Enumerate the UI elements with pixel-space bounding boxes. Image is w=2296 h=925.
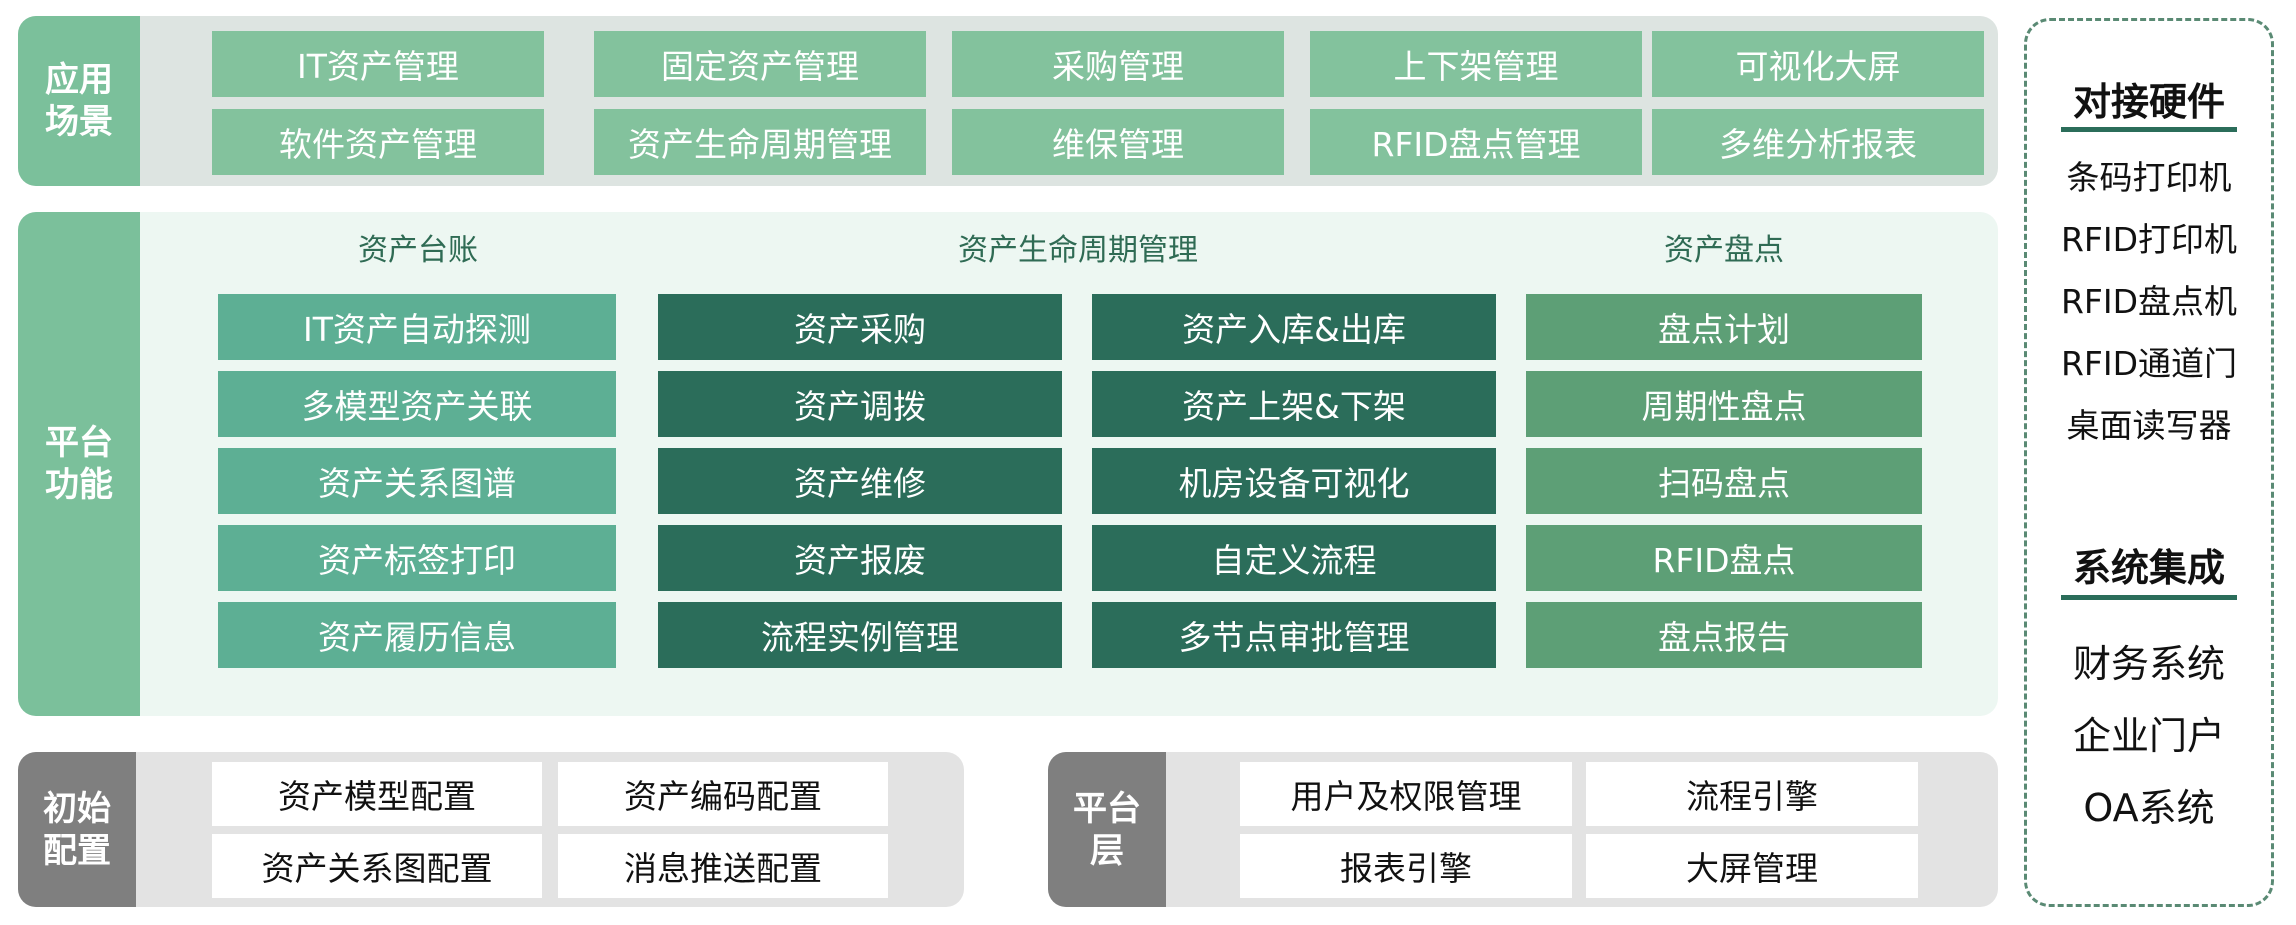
lifecycle-item-custom-flow: 自定义流程: [1092, 525, 1496, 591]
platform-layer-label: 平台 层: [1048, 752, 1166, 907]
app-item-software-asset: 软件资产管理: [212, 109, 544, 175]
app-item-analytics: 多维分析报表: [1652, 109, 1984, 175]
init-item-code-config: 资产编码配置: [558, 762, 888, 826]
lifecycle-item-multi-approval: 多节点审批管理: [1092, 602, 1496, 668]
inventory-item-rfid: RFID盘点: [1526, 525, 1922, 591]
hardware-title-underline: [2061, 127, 2237, 132]
hardware-title: 对接硬件: [2072, 80, 2225, 124]
hardware-item-rfid-scanner: RFID盘点机: [2060, 282, 2238, 321]
hardware-item-desktop-reader: 桌面读写器: [2066, 406, 2232, 445]
ledger-item-auto-discovery: IT资产自动探测: [218, 294, 616, 360]
app-item-it-asset: IT资产管理: [212, 31, 544, 97]
platform-item-workflow-engine: 流程引擎: [1586, 762, 1918, 826]
application-scenarios-label: 应用 场景: [18, 16, 140, 186]
initial-config-panel: 初始 配置 资产模型配置 资产编码配置 资产关系图配置 消息推送配置: [18, 752, 964, 907]
lifecycle-item-repair: 资产维修: [658, 448, 1062, 514]
lifecycle-column-title: 资产生命周期管理: [958, 233, 1198, 268]
ledger-item-model-association: 多模型资产关联: [218, 371, 616, 437]
hardware-item-rfid-gate: RFID通道门: [2060, 344, 2238, 383]
systems-item-oa: OA系统: [2083, 786, 2215, 830]
platform-item-dashboard-mgmt: 大屏管理: [1586, 834, 1918, 898]
platform-layer-panel: 平台 层 用户及权限管理 流程引擎 报表引擎 大屏管理: [1048, 752, 1998, 907]
integration-box: 对接硬件 条码打印机 RFID打印机 RFID盘点机 RFID通道门 桌面读写器…: [2024, 18, 2274, 907]
lifecycle-item-in-out: 资产入库&出库: [1092, 294, 1496, 360]
inventory-item-scan: 扫码盘点: [1526, 448, 1922, 514]
app-item-maintenance: 维保管理: [952, 109, 1284, 175]
platform-functions-label: 平台 功能: [18, 212, 140, 716]
systems-title-underline: [2061, 595, 2237, 600]
init-item-model-config: 资产模型配置: [212, 762, 542, 826]
app-item-procurement: 采购管理: [952, 31, 1284, 97]
initial-config-label: 初始 配置: [18, 752, 136, 907]
inventory-column-title: 资产盘点: [1664, 233, 1784, 268]
ledger-item-label-print: 资产标签打印: [218, 525, 616, 591]
init-item-push-config: 消息推送配置: [558, 834, 888, 898]
inventory-item-report: 盘点报告: [1526, 602, 1922, 668]
app-item-fixed-asset: 固定资产管理: [594, 31, 926, 97]
lifecycle-item-room-visual: 机房设备可视化: [1092, 448, 1496, 514]
inventory-item-periodic: 周期性盘点: [1526, 371, 1922, 437]
app-item-rfid-inventory: RFID盘点管理: [1310, 109, 1642, 175]
app-item-lifecycle: 资产生命周期管理: [594, 109, 926, 175]
systems-item-portal: 企业门户: [2072, 714, 2225, 758]
hardware-item-barcode-printer: 条码打印机: [2066, 158, 2232, 197]
app-item-dashboard: 可视化大屏: [1652, 31, 1984, 97]
lifecycle-item-transfer: 资产调拨: [658, 371, 1062, 437]
application-scenarios-panel: 应用 场景 IT资产管理 固定资产管理 采购管理 上下架管理 可视化大屏 软件资…: [18, 16, 1998, 186]
inventory-item-plan: 盘点计划: [1526, 294, 1922, 360]
ledger-item-relation-graph: 资产关系图谱: [218, 448, 616, 514]
platform-item-permissions: 用户及权限管理: [1240, 762, 1572, 826]
platform-functions-panel: 平台 功能 资产台账 资产生命周期管理 资产盘点 IT资产自动探测 多模型资产关…: [18, 212, 1998, 716]
app-item-rack: 上下架管理: [1310, 31, 1642, 97]
systems-item-finance: 财务系统: [2072, 642, 2225, 686]
hardware-item-rfid-printer: RFID打印机: [2060, 220, 2238, 259]
lifecycle-item-process-instance: 流程实例管理: [658, 602, 1062, 668]
ledger-column-title: 资产台账: [358, 233, 478, 268]
ledger-item-history: 资产履历信息: [218, 602, 616, 668]
platform-item-report-engine: 报表引擎: [1240, 834, 1572, 898]
lifecycle-item-procure: 资产采购: [658, 294, 1062, 360]
systems-title: 系统集成: [2072, 546, 2225, 590]
lifecycle-item-scrap: 资产报废: [658, 525, 1062, 591]
lifecycle-item-rack-on-off: 资产上架&下架: [1092, 371, 1496, 437]
init-item-relation-config: 资产关系图配置: [212, 834, 542, 898]
